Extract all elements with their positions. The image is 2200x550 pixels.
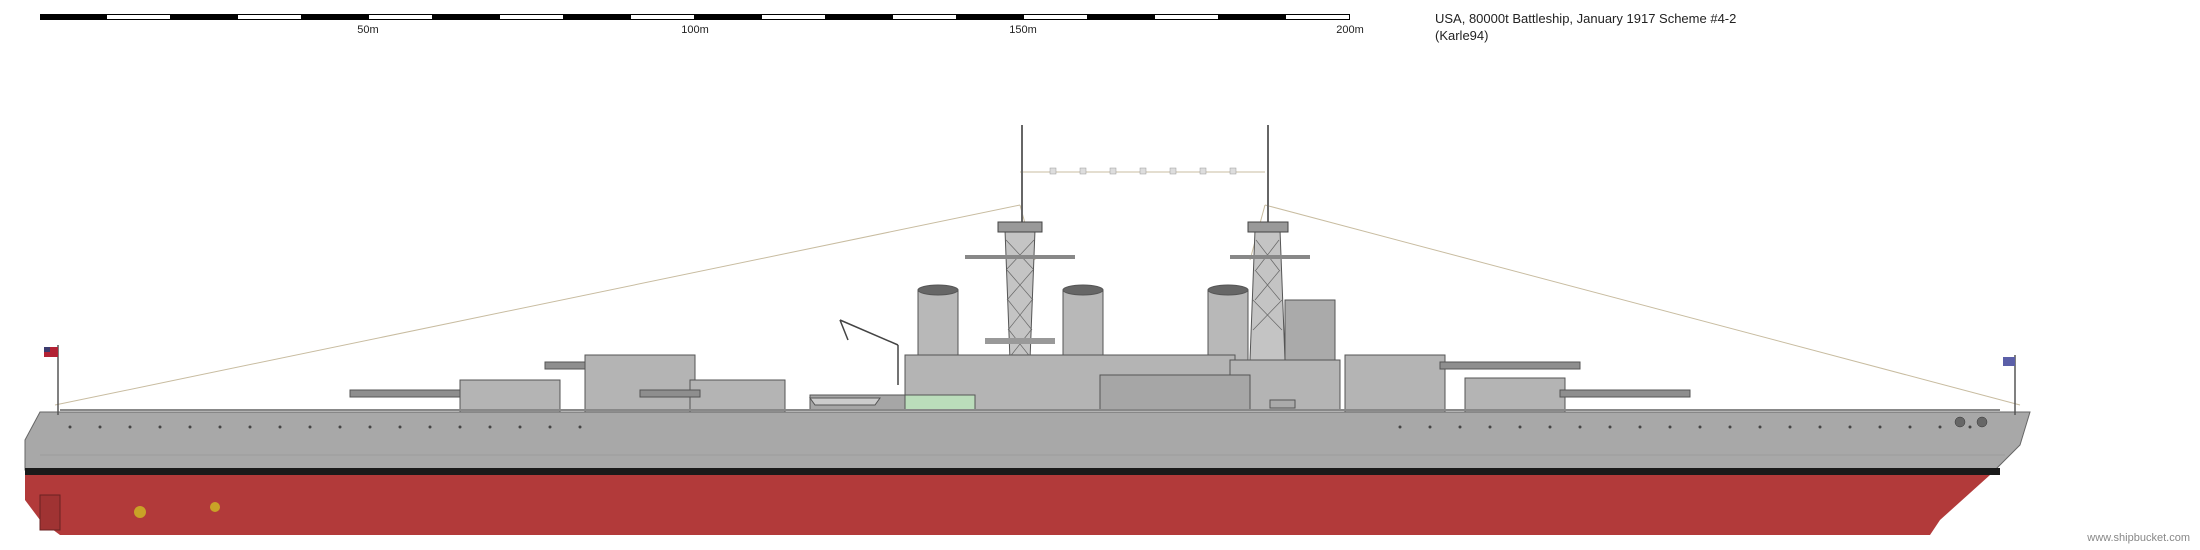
funnels	[917, 284, 1249, 361]
fore-mast	[965, 125, 1075, 361]
scale-segment	[695, 14, 761, 20]
scale-bar: 50m 100m 150m 200m	[40, 14, 1364, 36]
scale-label-200m: 200m	[1336, 24, 1364, 36]
jack-flag	[2003, 355, 2016, 415]
drawing-title: USA, 80000t Battleship, January 1917 Sch…	[1435, 11, 1737, 26]
propellers	[39, 494, 220, 531]
scale-segment	[498, 14, 564, 20]
scale-segment	[302, 14, 368, 20]
stern-flag	[44, 345, 59, 415]
scale-segment	[629, 14, 695, 20]
scale-segment	[1088, 14, 1154, 20]
superstructure	[809, 354, 1341, 411]
scale-segment	[1022, 14, 1088, 20]
scale-segment	[367, 14, 433, 20]
union-jack	[2003, 357, 2015, 366]
watermark: www.shipbucket.com	[2087, 532, 2190, 544]
scale-segment	[1284, 14, 1350, 20]
drawing-author: (Karle94)	[1435, 28, 1489, 43]
main-turrets	[349, 354, 1691, 413]
hull	[24, 411, 2031, 535]
scale-segment	[1153, 14, 1219, 20]
scale-segment	[564, 14, 630, 20]
scale-segment	[236, 14, 302, 20]
title-block: USA, 80000t Battleship, January 1917 Sch…	[1435, 10, 1736, 44]
scale-label-150m: 150m	[1009, 24, 1037, 36]
boat-crane	[839, 319, 899, 385]
portholes	[68, 425, 1972, 429]
us-ensign	[44, 347, 58, 357]
scale-segment	[957, 14, 1023, 20]
scale-segment	[433, 14, 499, 20]
signal-flags-line	[1049, 167, 1237, 175]
scale-segment	[760, 14, 826, 20]
scale-label-100m: 100m	[681, 24, 709, 36]
scale-segment	[105, 14, 171, 20]
main-mast	[1230, 125, 1336, 361]
deck-boats	[809, 397, 1296, 409]
scale-segment	[171, 14, 237, 20]
scale-segment	[891, 14, 957, 20]
scale-segment	[1219, 14, 1285, 20]
scale-segment	[826, 14, 892, 20]
bow-anchors	[1954, 416, 1988, 428]
scale-label-50m: 50m	[357, 24, 379, 36]
scale-segment	[40, 14, 106, 20]
